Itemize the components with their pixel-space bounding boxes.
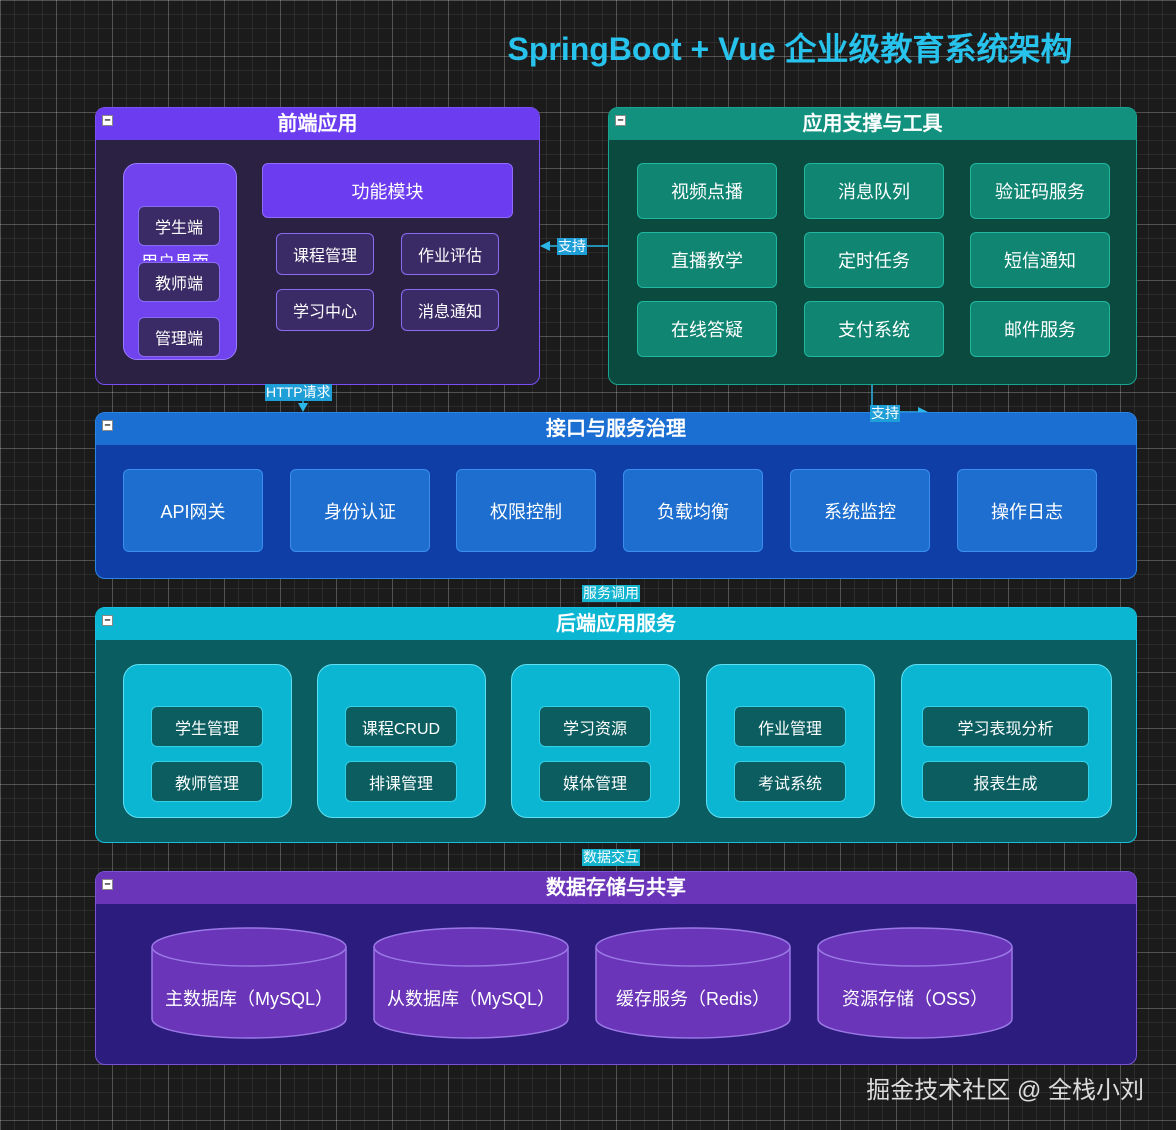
function-module-header: 功能模块 bbox=[262, 163, 513, 218]
group-storage-title: 数据存储与共享 bbox=[546, 877, 686, 899]
edge-label-data-exchange: 数据交互 bbox=[582, 849, 640, 866]
node-online-qa[interactable]: 在线答疑 bbox=[637, 301, 777, 357]
node-homework-management[interactable]: 作业管理 bbox=[734, 706, 846, 747]
group-backend-title: 后端应用服务 bbox=[556, 613, 676, 635]
node-teacher-management[interactable]: 教师管理 bbox=[151, 761, 263, 802]
database-cylinder-icon bbox=[373, 927, 569, 1039]
group-storage-header: – 数据存储与共享 bbox=[96, 872, 1136, 904]
group-storage[interactable]: – 数据存储与共享 主数据库（MySQL） 从数据库（MySQL） 缓存服务（R… bbox=[95, 871, 1137, 1065]
node-resource-storage[interactable]: 资源存储（OSS） bbox=[817, 927, 1013, 1039]
node-performance-analysis[interactable]: 学习表现分析 bbox=[922, 706, 1089, 747]
group-frontend-header: – 前端应用 bbox=[96, 108, 539, 140]
arrowhead-http bbox=[298, 403, 308, 412]
edge-label-support-frontend: 支持 bbox=[557, 238, 587, 255]
group-backend-header: – 后端应用服务 bbox=[96, 608, 1136, 640]
node-cache-service-label: 缓存服务（Redis） bbox=[615, 989, 771, 1009]
node-learning-center[interactable]: 学习中心 bbox=[276, 289, 374, 331]
backend-cluster-resource: 学习资源 媒体管理 bbox=[511, 664, 680, 818]
group-frontend-title: 前端应用 bbox=[277, 113, 358, 135]
node-exam-system[interactable]: 考试系统 bbox=[734, 761, 846, 802]
database-cylinder-icon bbox=[817, 927, 1013, 1039]
backend-cluster-user: 学生管理 教师管理 bbox=[123, 664, 292, 818]
node-load-balancing[interactable]: 负载均衡 bbox=[623, 469, 763, 552]
node-slave-db[interactable]: 从数据库（MySQL） bbox=[373, 927, 569, 1039]
collapse-icon[interactable]: – bbox=[102, 615, 113, 626]
node-course-crud[interactable]: 课程CRUD bbox=[345, 706, 457, 747]
node-message-notify[interactable]: 消息通知 bbox=[401, 289, 499, 331]
node-course-management[interactable]: 课程管理 bbox=[276, 233, 374, 275]
node-captcha-service[interactable]: 验证码服务 bbox=[970, 163, 1110, 219]
collapse-icon[interactable]: – bbox=[615, 115, 626, 126]
node-homework-evaluation[interactable]: 作业评估 bbox=[401, 233, 499, 275]
database-cylinder-icon bbox=[595, 927, 791, 1039]
node-scheduled-tasks[interactable]: 定时任务 bbox=[804, 232, 944, 288]
node-admin-client[interactable]: 管理端 bbox=[138, 317, 220, 357]
node-message-queue[interactable]: 消息队列 bbox=[804, 163, 944, 219]
group-gateway-header: – 接口与服务治理 bbox=[96, 413, 1136, 445]
node-api-gateway[interactable]: API网关 bbox=[123, 469, 263, 552]
node-payment-system[interactable]: 支付系统 bbox=[804, 301, 944, 357]
node-teacher-client[interactable]: 教师端 bbox=[138, 262, 220, 302]
edge-label-http: HTTP请求 bbox=[265, 384, 332, 401]
group-support-header: – 应用支撑与工具 bbox=[609, 108, 1136, 140]
database-cylinder-icon bbox=[151, 927, 347, 1039]
node-learning-resources[interactable]: 学习资源 bbox=[539, 706, 651, 747]
node-authentication[interactable]: 身份认证 bbox=[290, 469, 430, 552]
edge-label-service-call: 服务调用 bbox=[582, 585, 640, 602]
node-sms-notify[interactable]: 短信通知 bbox=[970, 232, 1110, 288]
group-support-title: 应用支撑与工具 bbox=[802, 113, 943, 135]
watermark: 掘金技术社区 @ 全栈小刘 bbox=[866, 1077, 1144, 1104]
node-master-db-label: 主数据库（MySQL） bbox=[164, 989, 333, 1009]
node-mail-service[interactable]: 邮件服务 bbox=[970, 301, 1110, 357]
group-support[interactable]: – 应用支撑与工具 视频点播 消息队列 验证码服务 直播教学 定时任务 短信通知… bbox=[608, 107, 1137, 385]
group-backend[interactable]: – 后端应用服务 学生管理 教师管理 课程CRUD 排课管理 学习资源 媒体管理… bbox=[95, 607, 1137, 843]
node-course-scheduling[interactable]: 排课管理 bbox=[345, 761, 457, 802]
node-report-generation[interactable]: 报表生成 bbox=[922, 761, 1089, 802]
edge-label-support-gateway: 支持 bbox=[870, 405, 900, 422]
node-cache-service[interactable]: 缓存服务（Redis） bbox=[595, 927, 791, 1039]
node-student-client[interactable]: 学生端 bbox=[138, 206, 220, 246]
collapse-icon[interactable]: – bbox=[102, 115, 113, 126]
group-frontend[interactable]: – 前端应用 用户界面 学生端 教师端 管理端 功能模块 课程管理 作业评估 学… bbox=[95, 107, 540, 385]
backend-cluster-assignment: 作业管理 考试系统 bbox=[706, 664, 875, 818]
backend-cluster-course: 课程CRUD 排课管理 bbox=[317, 664, 486, 818]
node-student-management[interactable]: 学生管理 bbox=[151, 706, 263, 747]
node-master-db[interactable]: 主数据库（MySQL） bbox=[151, 927, 347, 1039]
collapse-icon[interactable]: – bbox=[102, 879, 113, 890]
node-operation-log[interactable]: 操作日志 bbox=[957, 469, 1097, 552]
node-system-monitor[interactable]: 系统监控 bbox=[790, 469, 930, 552]
node-video-on-demand[interactable]: 视频点播 bbox=[637, 163, 777, 219]
arrowhead-support-frontend bbox=[540, 241, 550, 251]
collapse-icon[interactable]: – bbox=[102, 420, 113, 431]
group-gateway[interactable]: – 接口与服务治理 API网关 身份认证 权限控制 负载均衡 系统监控 操作日志 bbox=[95, 412, 1137, 579]
backend-cluster-analytics: 学习表现分析 报表生成 bbox=[901, 664, 1112, 818]
node-live-teaching[interactable]: 直播教学 bbox=[637, 232, 777, 288]
node-slave-db-label: 从数据库（MySQL） bbox=[386, 989, 555, 1009]
user-interface-label: 用户界面 bbox=[141, 248, 219, 261]
node-access-control[interactable]: 权限控制 bbox=[456, 469, 596, 552]
user-interface-container: 用户界面 学生端 教师端 管理端 bbox=[123, 163, 237, 360]
group-gateway-title: 接口与服务治理 bbox=[546, 418, 686, 440]
node-resource-storage-label: 资源存储（OSS） bbox=[841, 989, 988, 1009]
node-media-management[interactable]: 媒体管理 bbox=[539, 761, 651, 802]
diagram-title: SpringBoot + Vue 企业级教育系统架构 bbox=[507, 31, 1073, 67]
